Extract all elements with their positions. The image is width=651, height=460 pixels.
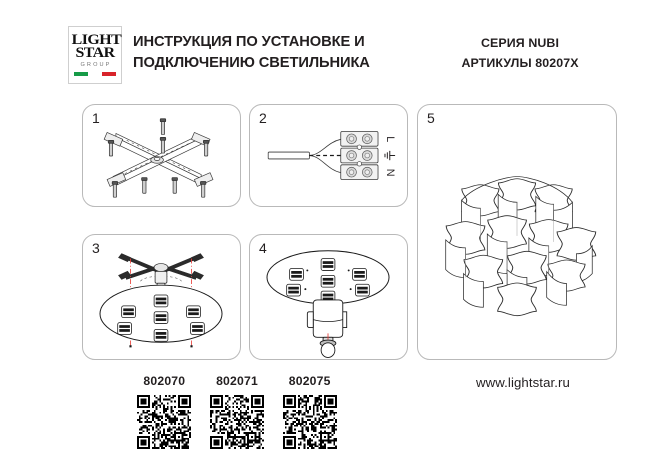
series-article-block: СЕРИЯ NUBI АРТИКУЛЫ 80207X [425,33,615,73]
step-number-3: 3 [92,240,100,256]
article-code-item: 802075 [273,374,346,449]
series-label: СЕРИЯ NUBI [480,36,560,50]
step-panel-1: 1 [82,104,241,207]
article-label: АРТИКУЛЫ 80207X [461,56,579,71]
flag-stripe-green [74,71,88,76]
step-number-2: 2 [259,110,267,126]
website-url: www.lightstar.ru [476,375,570,390]
qr-code-802075[interactable] [282,395,337,449]
flag-stripe-white [88,71,102,76]
terminal-block-wiring-illustration: L N [267,131,396,180]
article-code-item: 802070 [128,374,201,449]
lightstar-logo: LIGHT STAR GROUP [68,26,122,84]
terminal-label-neutral: N [384,169,396,177]
logo-line-2: STAR [75,45,115,61]
qr-code-802070[interactable] [137,395,192,449]
terminal-label-earth [384,150,396,161]
step-panel-4: 4 [249,234,408,360]
article-code-label: 802071 [216,374,258,388]
article-code-label: 802075 [288,374,331,388]
shade-and-lamp-fitting-illustration [266,250,390,358]
step-panel-5: 5 [417,104,617,360]
terminal-label-live: L [384,136,396,142]
logo-subtitle: GROUP [80,61,112,68]
page-title: ИНСТРУКЦИЯ ПО УСТАНОВКЕ И ПОДКЛЮЧЕНИЮ СВ… [133,34,370,71]
base-plate-alignment-illustration [99,253,223,348]
qr-code-802071[interactable] [210,395,264,449]
flag-stripe-red [102,71,116,76]
step-number-1: 1 [92,110,100,126]
article-code-label: 802070 [143,374,186,388]
step-panel-3: 3 [82,234,241,360]
step-panel-2: 2 [249,104,408,207]
logo-line-1: LIGHT [71,32,122,49]
step-number-5: 5 [427,110,435,126]
step-number-4: 4 [259,240,267,256]
finished-luminaire-illustration [445,176,597,317]
mounting-cross-bracket-illustration [103,118,214,198]
article-code-item: 802071 [201,374,274,449]
italian-flag-icon [74,71,116,76]
article-code-list: 802070 802071 802075 [128,374,346,449]
